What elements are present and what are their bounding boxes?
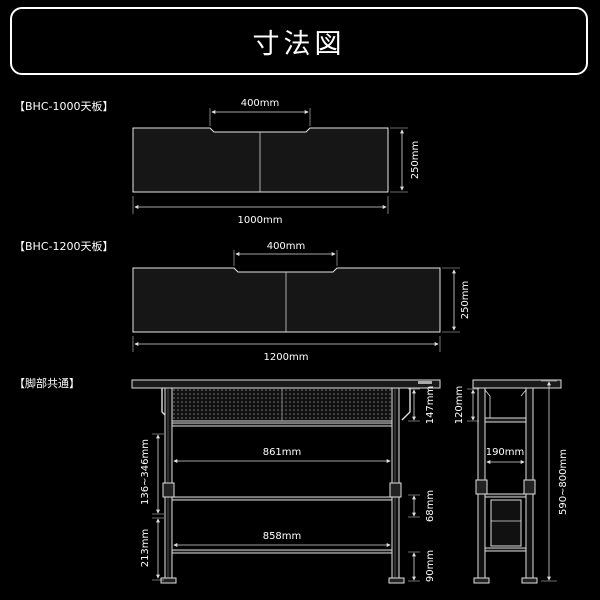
- section-label-bhc1200: 【BHC-1200天板】: [14, 240, 114, 253]
- front-dim-lines: [152, 388, 420, 582]
- board-1200: 400mm 1200mm 250mm: [132, 241, 471, 363]
- dim-side-top: 120mm: [454, 386, 465, 425]
- side-front-foot: [521, 577, 538, 584]
- section-label-bhc1000: 【BHC-1000天板】: [14, 100, 114, 113]
- dim-total-height: 590~800mm: [558, 449, 569, 515]
- shelf-upper: [171, 422, 393, 427]
- leg-side-view: [472, 379, 562, 584]
- side-shelf-middle: [484, 493, 527, 498]
- dim-panel-height: 147mm: [425, 386, 436, 425]
- front-top-latch: [418, 381, 432, 384]
- dim-depth-1000: 250mm: [410, 141, 421, 180]
- dim-notch-1000: 400mm: [241, 98, 280, 109]
- side-rear-foot: [473, 577, 490, 584]
- dim-width-1000: 1000mm: [238, 215, 283, 226]
- side-top-board: [472, 379, 562, 389]
- side-shelf-upper: [484, 417, 527, 423]
- dim-depth-1200: 250mm: [460, 281, 471, 320]
- dim-bottom-height: 90mm: [425, 550, 436, 582]
- board-1000: 400mm 1000mm 250mm: [132, 98, 421, 226]
- dim-adjust-range: 136~346mm: [140, 439, 151, 505]
- front-left-adjuster: [162, 482, 175, 498]
- page-title: 寸法図: [252, 28, 346, 60]
- section-label-legs: 【脚部共通】: [14, 377, 80, 390]
- side-dim-lines: [467, 380, 557, 582]
- dim-shelf-upper-width: 861mm: [263, 447, 302, 458]
- leg-front-view: [131, 379, 441, 584]
- side-lower-frame: [490, 499, 522, 547]
- front-right-adjuster: [389, 482, 402, 498]
- dim-shelf-gap: 68mm: [425, 490, 436, 522]
- side-front-adjuster: [523, 479, 536, 495]
- side-shelf-lower: [484, 547, 527, 552]
- dim-side-depth: 190mm: [486, 447, 525, 458]
- shelf-middle: [171, 496, 393, 501]
- front-top-board: [131, 379, 441, 389]
- side-rear-adjuster: [475, 479, 488, 495]
- dim-lower-height: 213mm: [140, 529, 151, 568]
- front-left-foot: [160, 577, 177, 584]
- dim-shelf-lower-width: 858mm: [263, 531, 302, 542]
- dim-width-1200: 1200mm: [264, 352, 309, 363]
- dim-notch-1200: 400mm: [267, 241, 306, 252]
- shelf-lower: [171, 549, 393, 554]
- title-box: 寸法図: [10, 7, 588, 75]
- front-right-foot: [388, 577, 405, 584]
